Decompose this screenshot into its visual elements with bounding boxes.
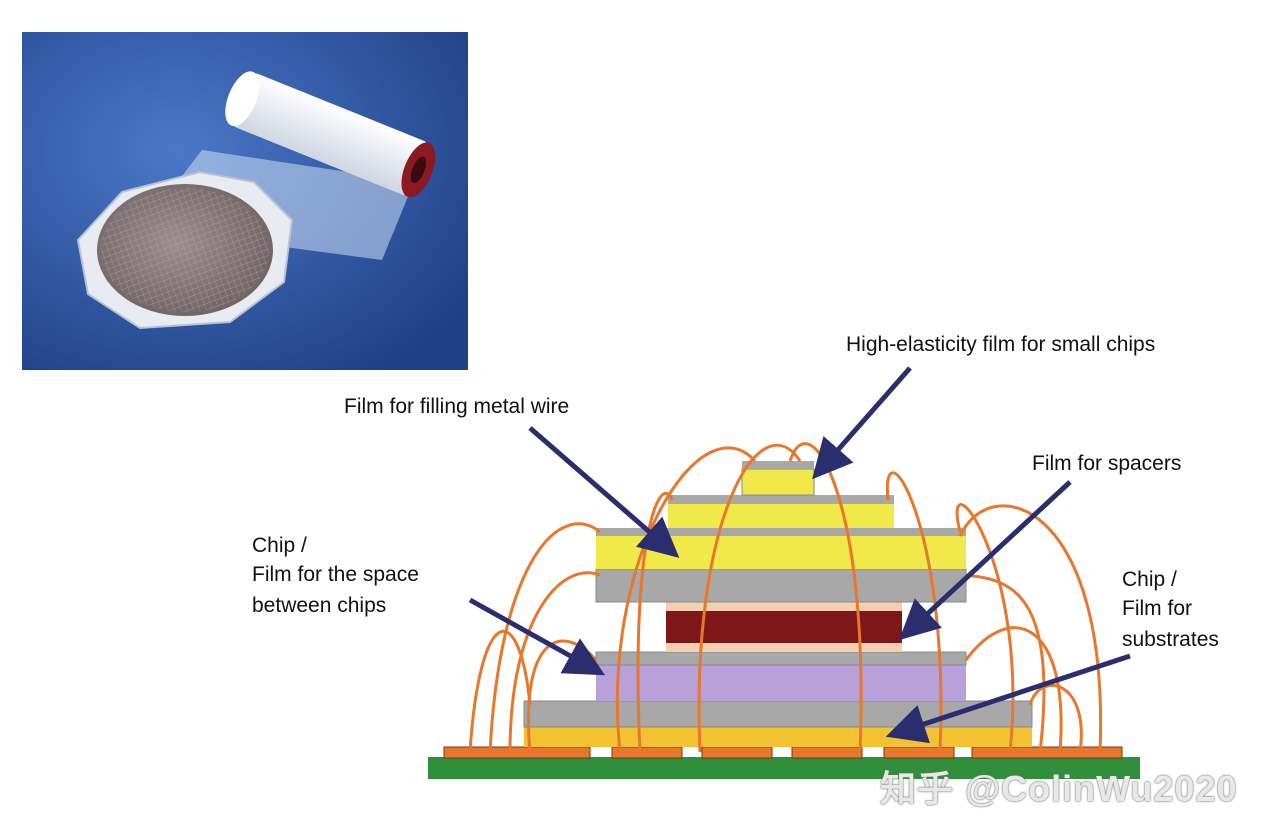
label-chip-space-line2: Film for the space (252, 563, 419, 586)
label-arrows (468, 366, 1131, 744)
label-spacers-film: Film for spacers (1032, 452, 1182, 475)
wafer-film-photo (22, 32, 468, 370)
substrate-film (524, 727, 1032, 747)
label-metal-wire-film: Film for filling metal wire (344, 395, 570, 418)
third-chip-cap (596, 528, 966, 536)
small-chip-film (741, 468, 815, 496)
arrow-spacers (898, 480, 1072, 641)
wafer-die-grid (101, 188, 269, 312)
spacer-film-top (666, 602, 902, 611)
watermark: 知乎 @ColinWu2020 (880, 768, 1238, 809)
substrate (428, 757, 1140, 779)
spacer (666, 611, 902, 643)
label-substrates-line2: Film for (1122, 597, 1192, 620)
spacer-film-bottom (666, 643, 902, 652)
wire-fill-film (596, 536, 966, 569)
purple-film (596, 665, 966, 701)
arrow-high-elasticity (812, 366, 912, 480)
substrate-pads (443, 746, 1123, 759)
arrow-metal-wire (528, 426, 680, 558)
arrow-substrates (885, 653, 1131, 744)
arrow-chip-space (468, 597, 606, 676)
fourth-film (668, 504, 894, 528)
third-chip (595, 568, 967, 603)
label-chip-space-line1: Chip / (252, 534, 307, 557)
film-roll (225, 71, 436, 198)
small-chip (742, 461, 814, 469)
label-substrates-line1: Chip / (1122, 568, 1177, 591)
fourth-chip (668, 495, 894, 504)
label-substrates-line3: substrates (1122, 628, 1219, 651)
label-chip-space-line3: between chips (252, 594, 387, 617)
label-high-elasticity-film: High-elasticity film for small chips (846, 333, 1156, 356)
second-chip (595, 651, 967, 666)
